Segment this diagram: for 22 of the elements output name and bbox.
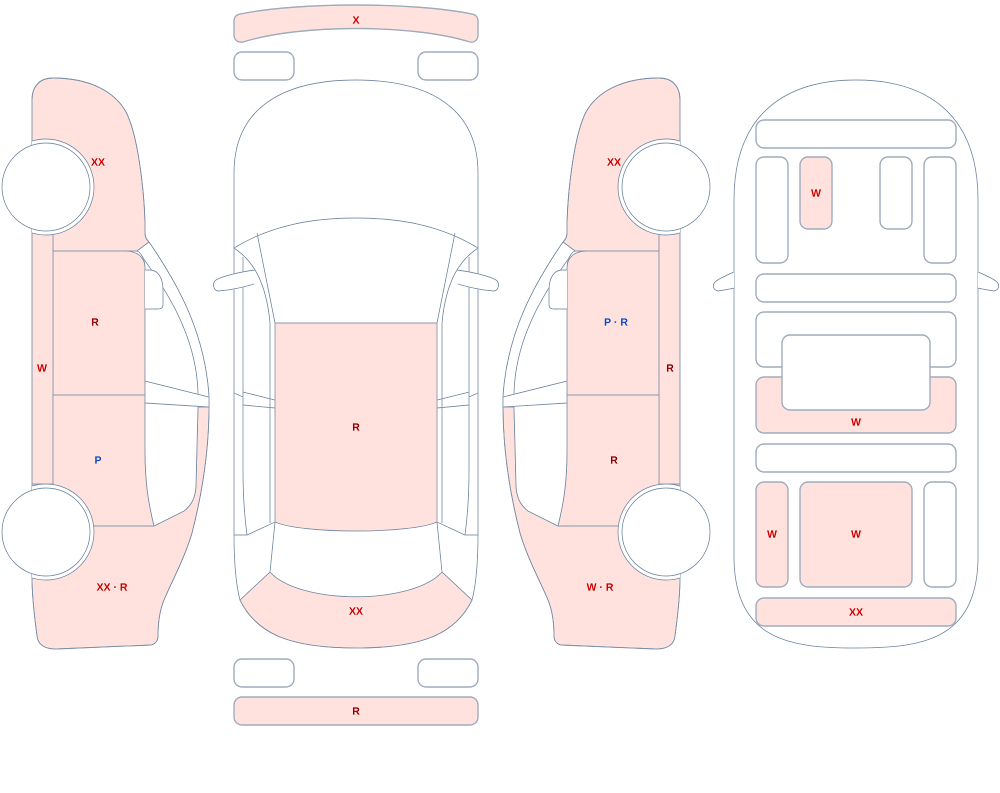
car-panel: W — [32, 232, 54, 484]
rounded-box — [755, 273, 957, 303]
car-panel: X — [233, 4, 479, 43]
car-panel: R — [658, 232, 680, 484]
rounded-box — [923, 156, 957, 264]
car-panel: W — [755, 481, 789, 588]
rounded-box — [755, 119, 957, 149]
rounded-box — [755, 443, 957, 473]
rounded-box — [781, 334, 931, 411]
rounded-box — [233, 658, 295, 688]
car-panel: XX — [755, 597, 957, 627]
car-panel: W — [799, 156, 833, 230]
car-panel: R — [274, 322, 438, 532]
car-panel: R — [233, 696, 479, 726]
rounded-box — [755, 156, 789, 264]
rounded-box — [417, 51, 479, 81]
car-panel: W — [799, 481, 913, 588]
car-panel: XX — [240, 572, 472, 648]
rounded-box — [879, 156, 913, 230]
rounded-box — [923, 481, 957, 588]
rounded-box — [233, 51, 295, 81]
rounded-box — [417, 658, 479, 688]
